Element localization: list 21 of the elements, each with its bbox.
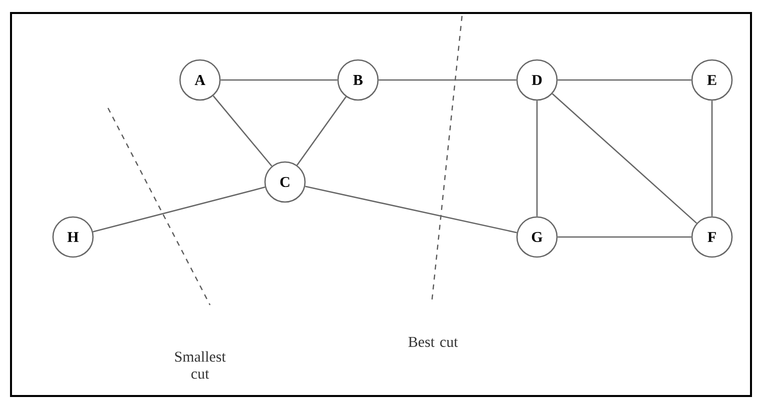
cut-label: Smallest cut	[175, 351, 226, 379]
edge-line	[536, 100, 538, 216]
graph-vertex: H	[52, 216, 94, 258]
edge-line	[305, 186, 517, 234]
graph-vertex: B	[337, 59, 379, 101]
edge-line	[711, 100, 713, 216]
edge-line	[220, 79, 338, 81]
edge-line	[212, 95, 272, 167]
graph-vertex: A	[179, 59, 221, 101]
edge-line	[296, 96, 347, 166]
graph-vertex: C	[264, 161, 306, 203]
edge-line	[552, 93, 698, 224]
edge-line	[558, 79, 692, 81]
graph-vertex: G	[516, 216, 558, 258]
edge-line	[92, 186, 266, 232]
graph-vertex: E	[691, 59, 733, 101]
cut-label: Best cut	[408, 337, 458, 347]
graph-vertex: D	[516, 59, 558, 101]
edge-line	[378, 79, 516, 81]
edge-line	[558, 236, 692, 238]
graph-vertex: F	[691, 216, 733, 258]
